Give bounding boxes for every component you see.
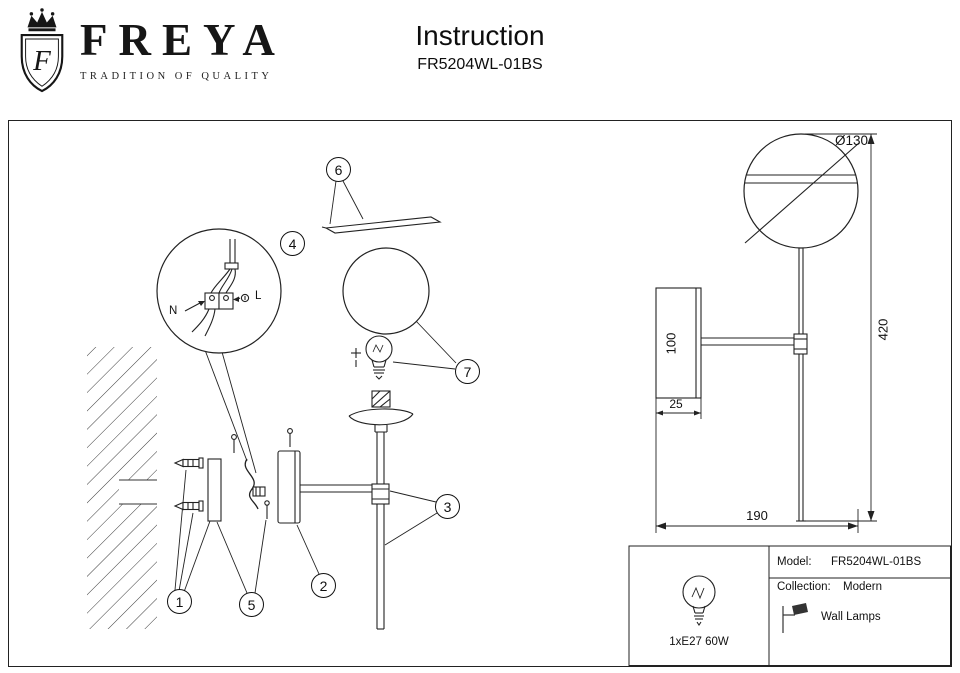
collection-value: Modern bbox=[843, 581, 882, 593]
mounting-plate bbox=[321, 216, 442, 234]
wall-anchor-bottom bbox=[173, 500, 204, 512]
callout-7: 7 bbox=[455, 359, 480, 384]
technical-drawing bbox=[87, 133, 951, 666]
dimension-drawing bbox=[655, 133, 877, 533]
bulb-drawing bbox=[365, 335, 393, 380]
callout-5: 5 bbox=[239, 592, 264, 617]
line-label: L bbox=[255, 290, 262, 302]
callout-4: 4 bbox=[280, 231, 305, 256]
model-code: FR5204WL-01BS bbox=[417, 56, 543, 73]
model-value: FR5204WL-01BS bbox=[831, 556, 922, 568]
dim-25 bbox=[655, 398, 702, 419]
main-drawing-area: 1 2 3 4 5 6 7 N L Ø130 420 100 25 190 1x… bbox=[8, 120, 952, 667]
neutral-label: N bbox=[169, 305, 178, 317]
collection-label: Collection: bbox=[777, 581, 831, 593]
canopy bbox=[277, 428, 301, 524]
mounting-strap bbox=[207, 434, 237, 522]
freya-logo: F FREYA TRADITION OF QUALITY bbox=[14, 6, 286, 98]
socket-cup bbox=[348, 390, 414, 433]
wall-plate-side-view bbox=[655, 287, 702, 399]
wall-anchor-top bbox=[173, 457, 204, 469]
category-label: Wall Lamps bbox=[821, 611, 881, 623]
dim-190 bbox=[655, 419, 859, 533]
lamp-rod bbox=[371, 432, 390, 630]
dim-plate-depth-label: 25 bbox=[669, 397, 683, 411]
dim-height-label: 420 bbox=[875, 318, 891, 341]
logo-text: FREYA TRADITION OF QUALITY bbox=[80, 6, 286, 98]
globe-side-view bbox=[743, 133, 859, 249]
wiring-detail bbox=[156, 228, 282, 354]
dim-width-label: 190 bbox=[746, 508, 768, 523]
glass-globe bbox=[342, 247, 430, 335]
freya-crest-icon: F bbox=[20, 8, 64, 93]
assembly-drawing bbox=[156, 180, 457, 630]
callout-1: 1 bbox=[167, 589, 192, 614]
callout-6: 6 bbox=[326, 157, 351, 182]
title-block: Instruction FR5204WL-01BS bbox=[300, 20, 660, 74]
small-screw bbox=[351, 348, 361, 367]
wall-hatching bbox=[87, 347, 157, 629]
leader-lines bbox=[174, 180, 457, 594]
lamp-arm bbox=[300, 484, 372, 493]
brand-name: FREYA bbox=[80, 15, 286, 65]
callout-2: 2 bbox=[311, 573, 336, 598]
dim-420 bbox=[805, 133, 877, 522]
brand-tagline: TRADITION OF QUALITY bbox=[80, 71, 273, 82]
wall-lamp-icon bbox=[782, 603, 808, 633]
model-label: Model: bbox=[777, 556, 812, 568]
brand-letter: F bbox=[32, 45, 51, 77]
bulb-spec: 1xE27 60W bbox=[669, 636, 729, 648]
spec-box-frame bbox=[628, 545, 951, 666]
spec-bulb-icon bbox=[682, 575, 716, 626]
supply-wire bbox=[244, 458, 270, 519]
dim-plate-height-label: 100 bbox=[663, 332, 679, 355]
page-title: Instruction bbox=[415, 20, 545, 51]
callout-3: 3 bbox=[435, 494, 460, 519]
dim-diameter-label: Ø130 bbox=[835, 133, 869, 148]
